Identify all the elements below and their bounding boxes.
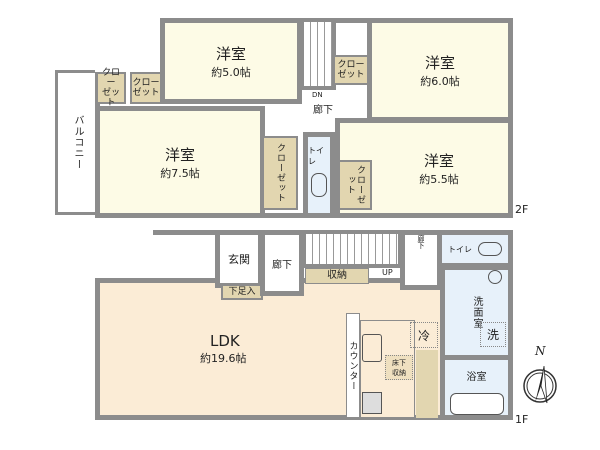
room-name: 洋室 bbox=[424, 53, 455, 72]
closet: クローゼット bbox=[262, 136, 298, 210]
closet-label: クロー bbox=[337, 60, 365, 70]
room-name: 洋室 bbox=[423, 151, 454, 170]
fridge-space: 冷 bbox=[410, 322, 438, 348]
underfloor-label: 収納 bbox=[392, 368, 406, 377]
toilet-label: トイレ bbox=[308, 146, 324, 166]
room-western-7-5: 洋室 約7.5帖 bbox=[95, 106, 265, 218]
room-western-6: 洋室 約6.0帖 bbox=[367, 18, 513, 122]
closet: クローゼット bbox=[96, 68, 126, 108]
washer-label: 洗 bbox=[486, 328, 499, 342]
closet-label: クロー bbox=[132, 78, 160, 88]
toilet-icon bbox=[478, 242, 502, 256]
floor2-notch bbox=[95, 18, 160, 72]
shoe-cabinet: 下足入 bbox=[221, 284, 263, 300]
closet: クローゼット bbox=[130, 72, 162, 104]
floor1-notch bbox=[95, 230, 153, 280]
room-name: 洋室 bbox=[164, 145, 195, 164]
floor-label-2f: 2F bbox=[515, 203, 529, 216]
closet-label: ゼット bbox=[337, 70, 365, 80]
closet-label: クローゼット bbox=[345, 165, 365, 205]
room-western-5: 洋室 約5.0帖 bbox=[160, 18, 302, 104]
entrance: 玄関 bbox=[215, 230, 263, 288]
compass-icon bbox=[523, 365, 557, 404]
kitchen-cabinet bbox=[416, 350, 438, 418]
balcony: バルコニー bbox=[55, 70, 100, 215]
stairs-2f bbox=[300, 18, 336, 90]
down-label: DN bbox=[312, 91, 323, 99]
room-size: 約6.0帖 bbox=[420, 74, 460, 88]
floor-label-1f: 1F bbox=[515, 413, 529, 426]
washer-space: 洗 bbox=[480, 322, 506, 347]
up-label: UP bbox=[382, 268, 393, 277]
bathtub-icon bbox=[449, 393, 504, 415]
entrance-label: 玄関 bbox=[228, 253, 250, 266]
hallway-1f: 廊下 bbox=[260, 230, 304, 296]
storage-label: 収納 bbox=[327, 270, 347, 281]
room-size: 約7.5帖 bbox=[160, 166, 200, 180]
room-size: 約19.6帖 bbox=[200, 352, 247, 365]
room-size: 約5.0帖 bbox=[211, 65, 251, 79]
counter: カウンター bbox=[346, 313, 360, 418]
small-hallway: 廊下 bbox=[400, 230, 442, 290]
shoe-cabinet-label: 下足入 bbox=[228, 287, 256, 297]
underfloor-label: 床下 bbox=[392, 358, 406, 367]
stairs-1f bbox=[302, 230, 402, 268]
sink-icon bbox=[488, 270, 502, 284]
north-label: N bbox=[535, 344, 546, 358]
room-size: 約5.5帖 bbox=[419, 172, 459, 186]
bath-label: 浴室 bbox=[466, 372, 487, 383]
balcony-label: バルコニー bbox=[72, 115, 83, 170]
hallway-label: 廊下 bbox=[417, 235, 425, 249]
kitchen-sink-icon bbox=[362, 334, 382, 362]
toilet-1f: トイレ bbox=[437, 230, 513, 268]
closet-label: クローゼット bbox=[275, 143, 285, 203]
closet-label: ゼット bbox=[101, 88, 120, 108]
toilet-2f: トイレ bbox=[303, 132, 335, 218]
closet-label: ゼット bbox=[132, 88, 160, 98]
room-name: 洋室 bbox=[215, 44, 246, 63]
stove-icon bbox=[362, 392, 382, 414]
fridge-label: 冷 bbox=[417, 328, 430, 343]
washroom-label: 洗面室 bbox=[471, 296, 482, 329]
hallway-label: 廊下 bbox=[272, 259, 292, 271]
closet: クローゼット bbox=[333, 55, 369, 85]
toilet-icon bbox=[311, 173, 327, 197]
closet: クローゼット bbox=[338, 160, 372, 210]
counter-label: カウンター bbox=[347, 340, 358, 391]
toilet-label: トイレ bbox=[448, 244, 472, 254]
closet-label: クロー bbox=[101, 68, 120, 88]
hallway-label: 廊下 bbox=[313, 105, 333, 116]
bathroom: 浴室 bbox=[440, 355, 513, 420]
underfloor-storage: 床下収納 bbox=[385, 355, 413, 380]
room-name: LDK bbox=[210, 332, 240, 350]
storage: 収納 bbox=[305, 268, 369, 284]
